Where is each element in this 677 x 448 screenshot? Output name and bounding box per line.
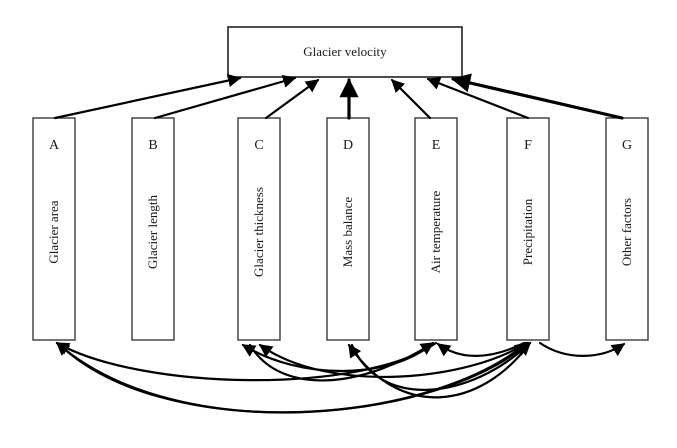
edge-e-to-velocity bbox=[390, 78, 432, 120]
node-glacier-area-box bbox=[32, 117, 76, 341]
node-mass-balance: D Mass balance bbox=[326, 117, 370, 341]
edge-f-to-c bbox=[258, 341, 528, 379]
node-air-temperature-letter: E bbox=[432, 138, 441, 153]
node-air-temperature-box bbox=[414, 117, 458, 341]
node-glacier-velocity-box bbox=[227, 26, 463, 78]
edge-a-to-f bbox=[58, 341, 529, 414]
node-glacier-length-letter: B bbox=[148, 138, 157, 153]
node-other-factors: G Other factors bbox=[605, 117, 649, 341]
node-mass-balance-box bbox=[326, 117, 370, 341]
node-glacier-velocity-label: Glacier velocity bbox=[303, 44, 387, 59]
node-other-factors-label: Other factors bbox=[619, 198, 634, 266]
node-air-temperature-label: Air temperature bbox=[428, 190, 443, 273]
node-glacier-velocity: Glacier velocity bbox=[227, 26, 463, 78]
node-glacier-length: B Glacier length bbox=[131, 117, 175, 341]
node-other-factors-letter: G bbox=[622, 138, 632, 153]
edge-f-to-velocity bbox=[426, 77, 530, 120]
node-precipitation-label: Precipitation bbox=[520, 198, 535, 265]
node-precipitation: F Precipitation bbox=[506, 117, 550, 341]
edge-c-to-e bbox=[248, 341, 435, 382]
node-precipitation-letter: F bbox=[524, 138, 532, 153]
node-glacier-thickness-letter: C bbox=[254, 138, 263, 153]
node-glacier-thickness-box bbox=[237, 117, 281, 341]
node-glacier-area-letter: A bbox=[49, 138, 60, 153]
edge-c-to-velocity bbox=[264, 78, 320, 120]
node-glacier-thickness: C Glacier thickness bbox=[237, 117, 281, 341]
edge-a-to-velocity bbox=[53, 74, 242, 120]
node-precipitation-box bbox=[506, 117, 550, 341]
node-mass-balance-letter: D bbox=[343, 138, 353, 153]
edge-f-to-g bbox=[538, 341, 626, 357]
edge-e-to-a bbox=[55, 341, 438, 382]
edge-b-to-velocity bbox=[153, 74, 297, 120]
node-air-temperature: E Air temperature bbox=[414, 117, 458, 341]
edge-d-to-f bbox=[350, 341, 532, 391]
node-glacier-area: A Glacier area bbox=[32, 117, 76, 341]
edge-g-to-velocity bbox=[451, 73, 624, 120]
node-glacier-thickness-label: Glacier thickness bbox=[251, 187, 266, 277]
node-mass-balance-label: Mass balance bbox=[340, 197, 355, 268]
node-glacier-length-label: Glacier length bbox=[145, 195, 160, 269]
node-other-factors-box bbox=[605, 117, 649, 341]
node-glacier-length-box bbox=[131, 117, 175, 341]
node-glacier-area-label: Glacier area bbox=[46, 200, 61, 263]
